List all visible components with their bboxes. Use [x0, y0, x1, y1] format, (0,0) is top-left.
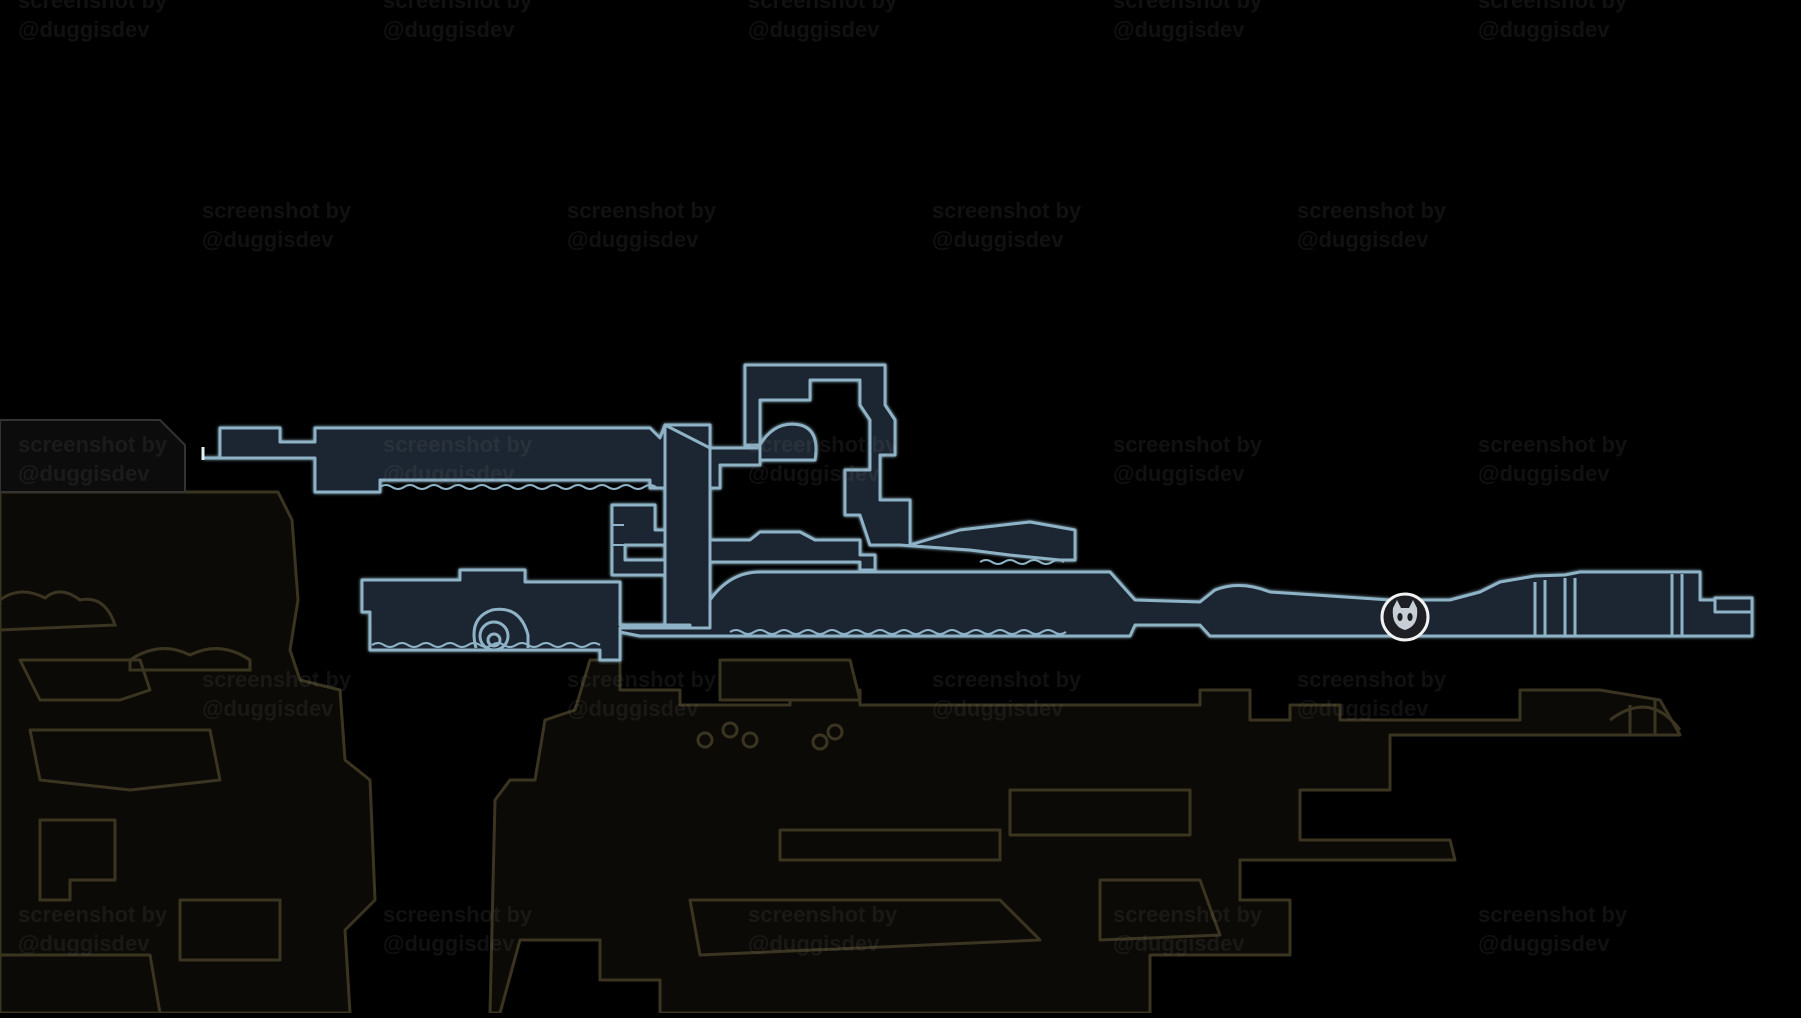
dim-left-region — [0, 490, 377, 1015]
right-corridor-pillars — [1533, 574, 1684, 636]
dim-left-top-fragment — [0, 419, 186, 493]
knight-head-icon[interactable] — [1380, 592, 1430, 642]
upper-dome-bump — [758, 422, 818, 462]
spiral-bench-icon — [472, 607, 530, 652]
upper-loop-rooms — [663, 423, 712, 632]
dim-left-cloud-decoration — [0, 590, 252, 672]
middle-connector — [708, 530, 877, 572]
explored-area — [203, 363, 1754, 662]
dim-bottom-region — [488, 658, 1682, 1015]
explored-floor-waves — [371, 484, 1067, 648]
lower-main-corridor — [618, 570, 1754, 638]
dim-bottom-details — [696, 700, 1682, 751]
